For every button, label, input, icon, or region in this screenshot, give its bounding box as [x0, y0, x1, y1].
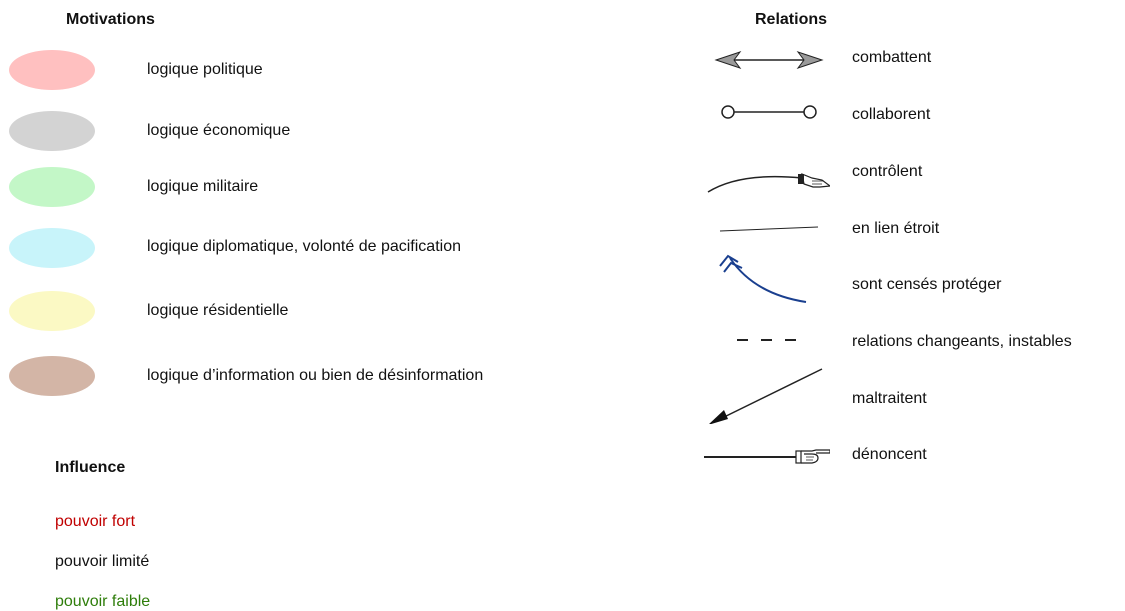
motivation-swatch-economique	[9, 111, 95, 151]
relation-label: contrôlent	[852, 163, 923, 180]
relation-label: collaborent	[852, 106, 931, 123]
blue-double-chevron-curve-icon	[700, 252, 830, 308]
relation-label: combattent	[852, 49, 932, 66]
influence-item-limite: pouvoir limité	[55, 553, 150, 570]
influence-item-fort: pouvoir fort	[55, 513, 136, 530]
relations-heading: Relations	[755, 11, 828, 28]
line-with-pointing-hand-icon	[700, 428, 830, 484]
motivation-label: logique politique	[147, 61, 263, 78]
thin-line-icon	[700, 200, 830, 256]
motivation-swatch-militaire	[9, 167, 95, 207]
circle-ended-line-icon	[700, 84, 830, 140]
motivation-swatch-diplomatique	[9, 228, 95, 268]
relation-label: dénoncent	[852, 446, 927, 463]
curve-with-hand-icon	[700, 160, 830, 216]
motivation-label: logique militaire	[147, 178, 259, 195]
motivation-label: logique économique	[147, 122, 291, 139]
double-headed-arrow-icon	[700, 32, 830, 88]
motivation-swatch-information	[9, 356, 95, 396]
motivation-label: logique diplomatique, volonté de pacific…	[147, 238, 461, 255]
motivation-swatch-politique	[9, 50, 95, 90]
relation-label: maltraitent	[852, 390, 927, 407]
influence-heading: Influence	[55, 459, 126, 476]
relation-label: en lien étroit	[852, 220, 940, 237]
motivation-label: logique d’information ou bien de désinfo…	[147, 367, 484, 384]
relation-label: relations changeants, instables	[852, 333, 1072, 350]
motivation-label: logique résidentielle	[147, 302, 289, 319]
dashed-line-icon	[700, 312, 830, 368]
diagonal-arrow-icon	[700, 368, 830, 424]
motivation-swatch-residentielle	[9, 291, 95, 331]
motivations-heading: Motivations	[66, 11, 155, 28]
influence-item-faible: pouvoir faible	[55, 593, 151, 610]
relation-label: sont censés protéger	[852, 276, 1002, 293]
